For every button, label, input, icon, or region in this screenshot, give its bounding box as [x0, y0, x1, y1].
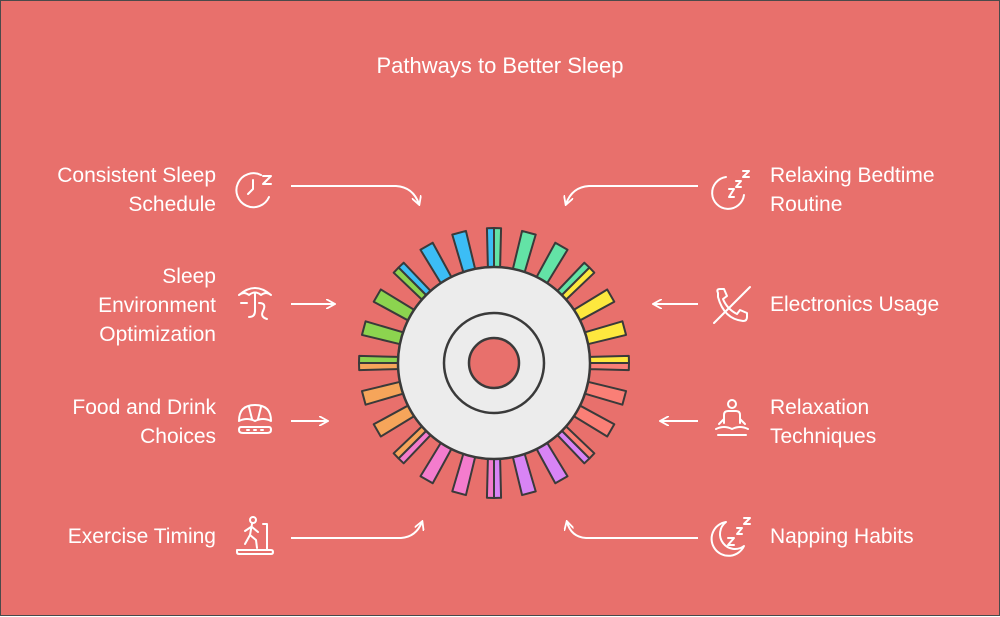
clock-sleep-icon: [233, 167, 277, 211]
label-line: Food and Drink: [72, 396, 216, 419]
label-exercise-timing: Exercise Timing: [68, 522, 216, 551]
label-consistent-sleep-schedule: Consistent Sleep Schedule: [57, 161, 216, 219]
diagram-title: Pathways to Better Sleep: [376, 53, 624, 78]
meditation-icon: [710, 397, 754, 441]
treadmill-icon: [233, 514, 277, 558]
label-sleep-environment-optimization: Sleep Environment Optimization: [98, 262, 216, 349]
croissant-icon: [233, 397, 277, 441]
label-line: Electronics Usage: [770, 293, 940, 316]
umbrella-environment-icon: [233, 281, 277, 325]
label-line: Choices: [140, 425, 216, 448]
arrow-exercise-timing: [291, 522, 422, 539]
label-line: Routine: [770, 193, 843, 216]
label-line: Optimization: [99, 323, 216, 346]
label-napping-habits: Napping Habits: [770, 522, 914, 551]
label-line: Techniques: [770, 425, 877, 448]
label-food-and-drink-choices: Food and Drink Choices: [72, 393, 216, 451]
moon-zzz-icon: [710, 514, 754, 558]
arrow-relaxing-bedtime: [566, 185, 698, 204]
label-line: Relaxing Bedtime: [770, 164, 935, 187]
gear-center-hole: [467, 336, 521, 390]
label-line: Exercise Timing: [67, 525, 216, 548]
label-line: Napping Habits: [770, 525, 914, 548]
label-line: Schedule: [128, 193, 216, 216]
label-line: Consistent Sleep: [57, 164, 216, 187]
label-line: Relaxation: [770, 396, 870, 419]
label-relaxation-techniques: Relaxation Techniques: [770, 393, 876, 451]
label-line: Sleep: [162, 265, 216, 288]
label-line: Environment: [98, 294, 216, 317]
no-phone-icon: [710, 283, 754, 327]
label-relaxing-bedtime-routine: Relaxing Bedtime Routine: [770, 161, 935, 219]
label-electronics-usage: Electronics Usage: [770, 290, 939, 319]
arrow-napping-habits: [567, 522, 698, 539]
arrow-consistent-sleep-schedule: [291, 185, 419, 204]
sleep-routine-icon: [710, 167, 754, 211]
